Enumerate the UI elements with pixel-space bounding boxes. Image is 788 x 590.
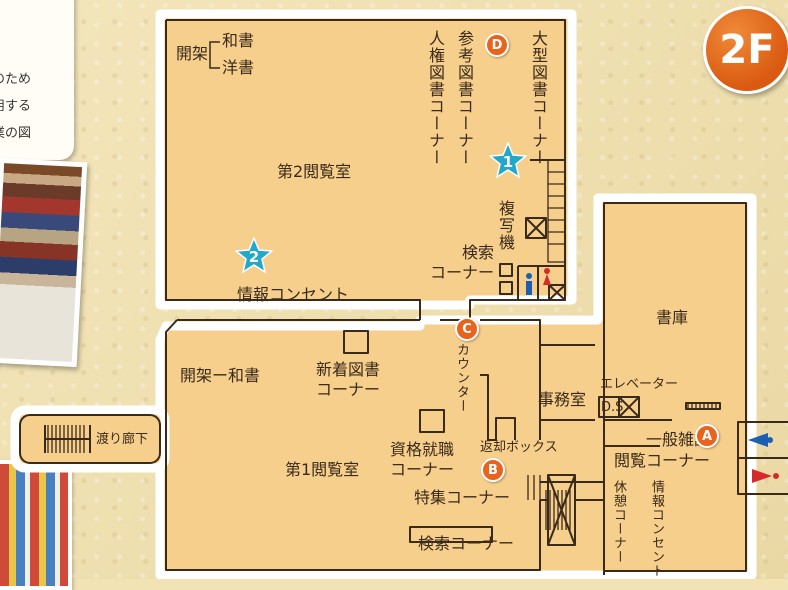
star-marker-2[interactable]: 2 (235, 237, 273, 273)
info-outlet-upper-label: 情報コンセント (237, 285, 350, 304)
star-number-2: 2 (248, 248, 260, 266)
star-icon (235, 237, 273, 273)
office-label: 事務室 (538, 390, 587, 409)
info-outlet-lower-label: 情報コンセント (649, 480, 664, 578)
description-card: のため 用する 業の図 (0, 0, 74, 160)
japanese-books-label: 和書 (222, 31, 255, 50)
star-number-1: 1 (502, 153, 514, 171)
reading-room-2-label: 第2閲覧室 (277, 162, 352, 181)
ds-label: D.S (601, 400, 624, 415)
marker-b[interactable]: B (481, 458, 505, 482)
search-corner-lower-label: 検索コーナー (418, 534, 515, 553)
marker-c[interactable]: C (455, 317, 479, 341)
new-books-label: 新着図書 コーナー (316, 360, 381, 399)
elevator-label: エレベーター (600, 377, 679, 392)
reference-books-label: 参考図書コーナー (455, 30, 474, 166)
note-line-3: 業の図 (0, 126, 32, 141)
reading-room-1-label: 第1閲覧室 (285, 460, 360, 479)
open-japanese-label: 開架ー和書 (180, 366, 261, 385)
human-rights-books-label: 人権図書コーナー (426, 30, 445, 166)
star-icon (489, 142, 527, 178)
counter-label: カウンター (454, 343, 469, 413)
large-books-label: 大型図書コーナー (529, 30, 548, 166)
special-corner-label: 特集コーナー (414, 488, 511, 507)
magazine-corner-label: 一般雑誌 閲覧コーナー (614, 430, 711, 470)
marker-d[interactable]: D (485, 33, 509, 57)
open-stacks-label: 開架 (176, 44, 209, 63)
return-box-label: 返却ボックス (480, 440, 558, 455)
qualification-corner-label: 資格就職 コーナー (390, 440, 455, 479)
note-line-1: のため (0, 72, 32, 87)
western-books-label: 洋書 (222, 58, 255, 77)
floor-badge: 2F (703, 6, 788, 94)
search-corner-upper-label: 検索 コーナー (430, 243, 495, 282)
copier-label: 複写機 (496, 200, 515, 251)
note-line-2: 用する (0, 99, 32, 114)
magazine-photo (0, 460, 72, 590)
corridor-label: 渡り廊下 (96, 432, 149, 447)
marker-a[interactable]: A (695, 424, 719, 448)
star-marker-1[interactable]: 1 (489, 142, 527, 178)
rest-corner-label: 休憩コーナー (611, 480, 626, 564)
stacks-label: 書庫 (656, 308, 689, 327)
